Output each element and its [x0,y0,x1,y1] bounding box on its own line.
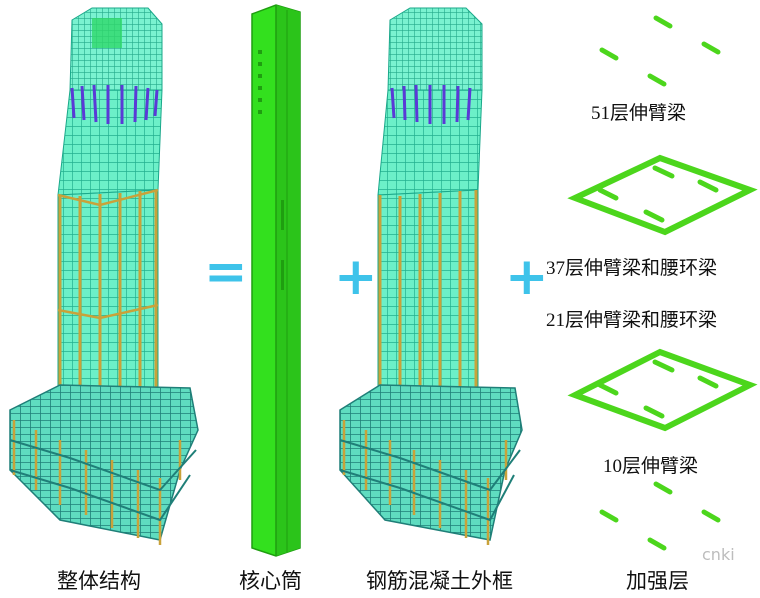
plus-sign-1: + [334,247,378,307]
label-floor-21: 21层伸臂梁和腰环梁 [546,310,718,331]
whole-structure-model [9,7,199,545]
rc-frame-model [339,7,523,545]
label-floor-10: 10层伸臂梁 [603,456,699,477]
caption-core-tube: 核心筒 [239,569,302,593]
cnki-watermark: cnki [702,545,735,564]
label-floor-51: 51层伸臂梁 [591,103,687,124]
equals-sign: = [204,242,248,302]
strengthened-storeys-model [567,15,758,551]
caption-rc-frame: 钢筋混凝土外框 [366,569,513,593]
caption-whole-structure: 整体结构 [57,569,141,593]
plus-sign-2: + [505,247,549,307]
label-floor-37: 37层伸臂梁和腰环梁 [546,258,718,279]
core-tube-model [251,4,301,557]
caption-strengthened-storey: 加强层 [626,569,689,593]
